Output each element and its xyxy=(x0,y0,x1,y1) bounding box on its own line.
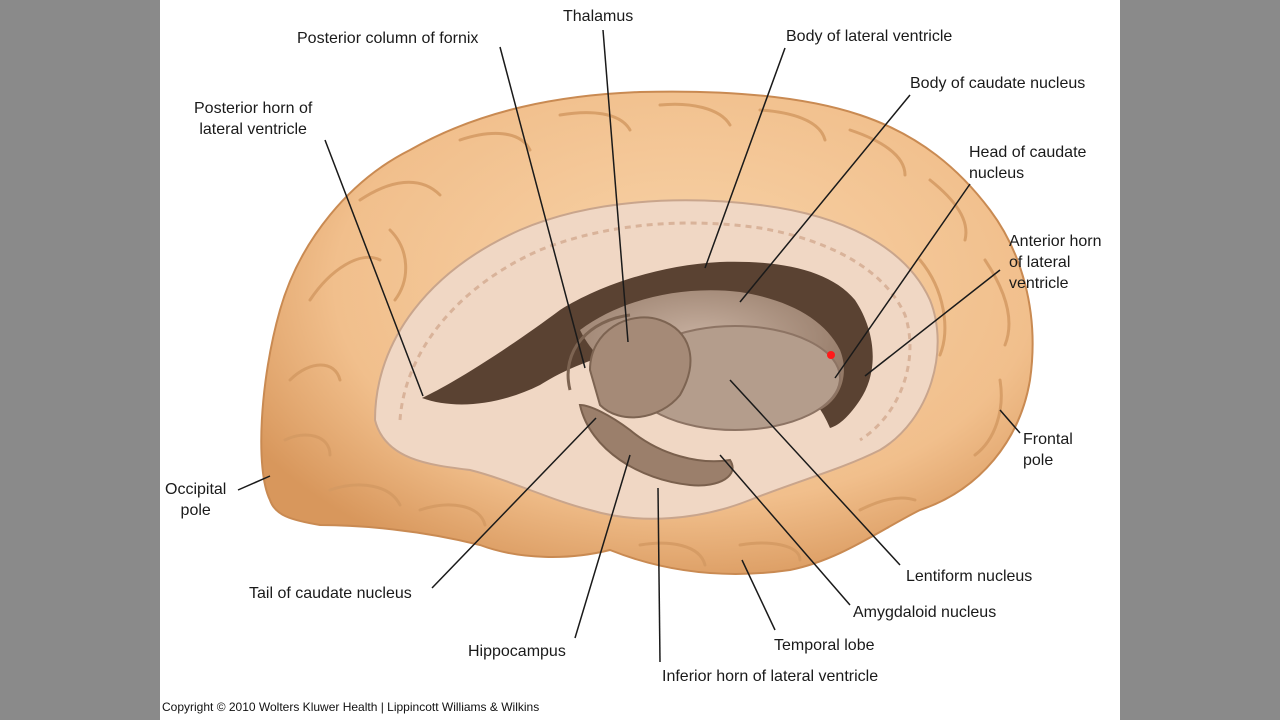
label-occipital-pole: Occipital pole xyxy=(165,481,227,519)
slide: Thalamus Posterior column of fornix Body… xyxy=(160,0,1120,720)
copyright-notice: Copyright © 2010 Wolters Kluwer Health |… xyxy=(162,700,540,714)
label-temporal-lobe: Temporal lobe xyxy=(774,637,875,654)
label-thalamus: Thalamus xyxy=(563,8,634,25)
label-tail-caudate: Tail of caudate nucleus xyxy=(249,585,412,602)
right-letterbox xyxy=(1120,0,1280,720)
label-body-lateral-ventricle: Body of lateral ventricle xyxy=(786,28,953,45)
hippocampus-shape xyxy=(578,403,734,487)
label-body-caudate: Body of caudate nucleus xyxy=(910,75,1086,92)
label-hippocampus: Hippocampus xyxy=(468,643,566,660)
brain-diagram xyxy=(237,29,1034,663)
label-posterior-column-fornix: Posterior column of fornix xyxy=(297,30,479,47)
label-head-caudate: Head of caudate nucleus xyxy=(969,144,1087,182)
label-amygdaloid: Amygdaloid nucleus xyxy=(853,604,997,621)
marker-dot xyxy=(827,351,835,359)
leader-lines xyxy=(237,29,1021,663)
label-frontal-pole: Frontal pole xyxy=(1023,431,1073,469)
thalamus-shape xyxy=(588,316,692,419)
left-letterbox xyxy=(0,0,160,720)
label-posterior-horn: Posterior horn of lateral ventricle xyxy=(194,100,313,138)
label-lentiform: Lentiform nucleus xyxy=(906,568,1033,585)
label-inferior-horn: Inferior horn of lateral ventricle xyxy=(662,668,879,685)
fornix xyxy=(566,313,631,391)
label-anterior-horn: Anterior horn of lateral ventricle xyxy=(1009,233,1102,292)
